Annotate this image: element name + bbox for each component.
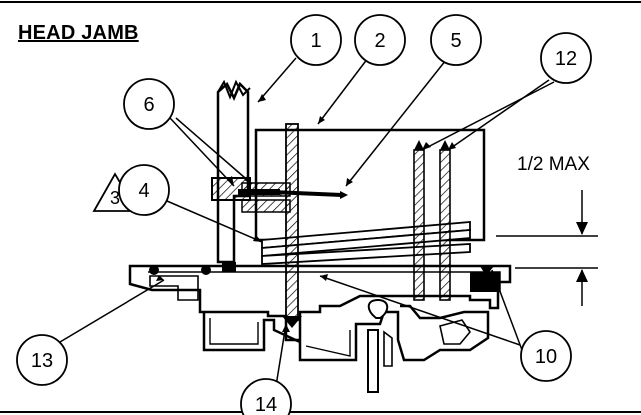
svg-text:4: 4 [138, 180, 149, 202]
svg-text:5: 5 [450, 30, 461, 52]
callout-1: 1 [290, 14, 342, 66]
callout-12: 12 [540, 32, 592, 84]
glazing-bead [383, 330, 393, 367]
callout-2: 2 [354, 14, 406, 66]
break-line [217, 79, 251, 100]
dim-arrow-top-head [576, 222, 588, 235]
dim-arrow-bottom-head [576, 269, 588, 282]
screw-main [285, 123, 299, 321]
screw-12-a-tip [414, 140, 424, 150]
svg-text:13: 13 [31, 350, 53, 372]
sash-extrusion [202, 304, 490, 362]
glass-edge [367, 329, 379, 393]
title-head-jamb: HEAD JAMB [18, 22, 139, 44]
sealant-bead-corner [222, 262, 236, 272]
screw-main-head [282, 316, 302, 328]
sealant-bead-right [480, 266, 494, 276]
svg-text:1: 1 [310, 30, 321, 52]
sealant-bead-left [149, 265, 159, 275]
leader-arrowheads [156, 94, 495, 332]
sash-right-lip [439, 319, 471, 345]
sash-inner-line [209, 318, 259, 345]
sash-inner-line-2 [305, 330, 351, 357]
revision-number: 3 [110, 188, 120, 208]
nail-tip [340, 191, 348, 199]
frame-head-extrusion [128, 264, 512, 342]
callout-6: 6 [123, 78, 175, 130]
weatherstrip [367, 298, 389, 319]
frame-pocket-right [470, 272, 500, 292]
svg-text:6: 6 [143, 94, 154, 116]
leader-lines [59, 57, 555, 387]
screw-12-b-tip [440, 140, 450, 150]
screw-12-a [413, 149, 425, 301]
svg-text:12: 12 [555, 48, 577, 70]
callout-13: 13 [16, 334, 68, 386]
callout-4: 4 [118, 164, 170, 216]
frame-pocket-left [149, 275, 199, 301]
screw-12-b [439, 149, 451, 301]
svg-text:10: 10 [535, 346, 557, 368]
callout-14: 14 [240, 378, 292, 415]
svg-text:2: 2 [374, 30, 385, 52]
callout-5: 5 [430, 14, 482, 66]
dimension-label: 1/2 MAX [517, 154, 590, 175]
callout-10: 10 [520, 330, 572, 382]
shim-lower [241, 199, 291, 213]
svg-text:14: 14 [255, 394, 277, 415]
sealant-bead-mid [201, 265, 211, 275]
